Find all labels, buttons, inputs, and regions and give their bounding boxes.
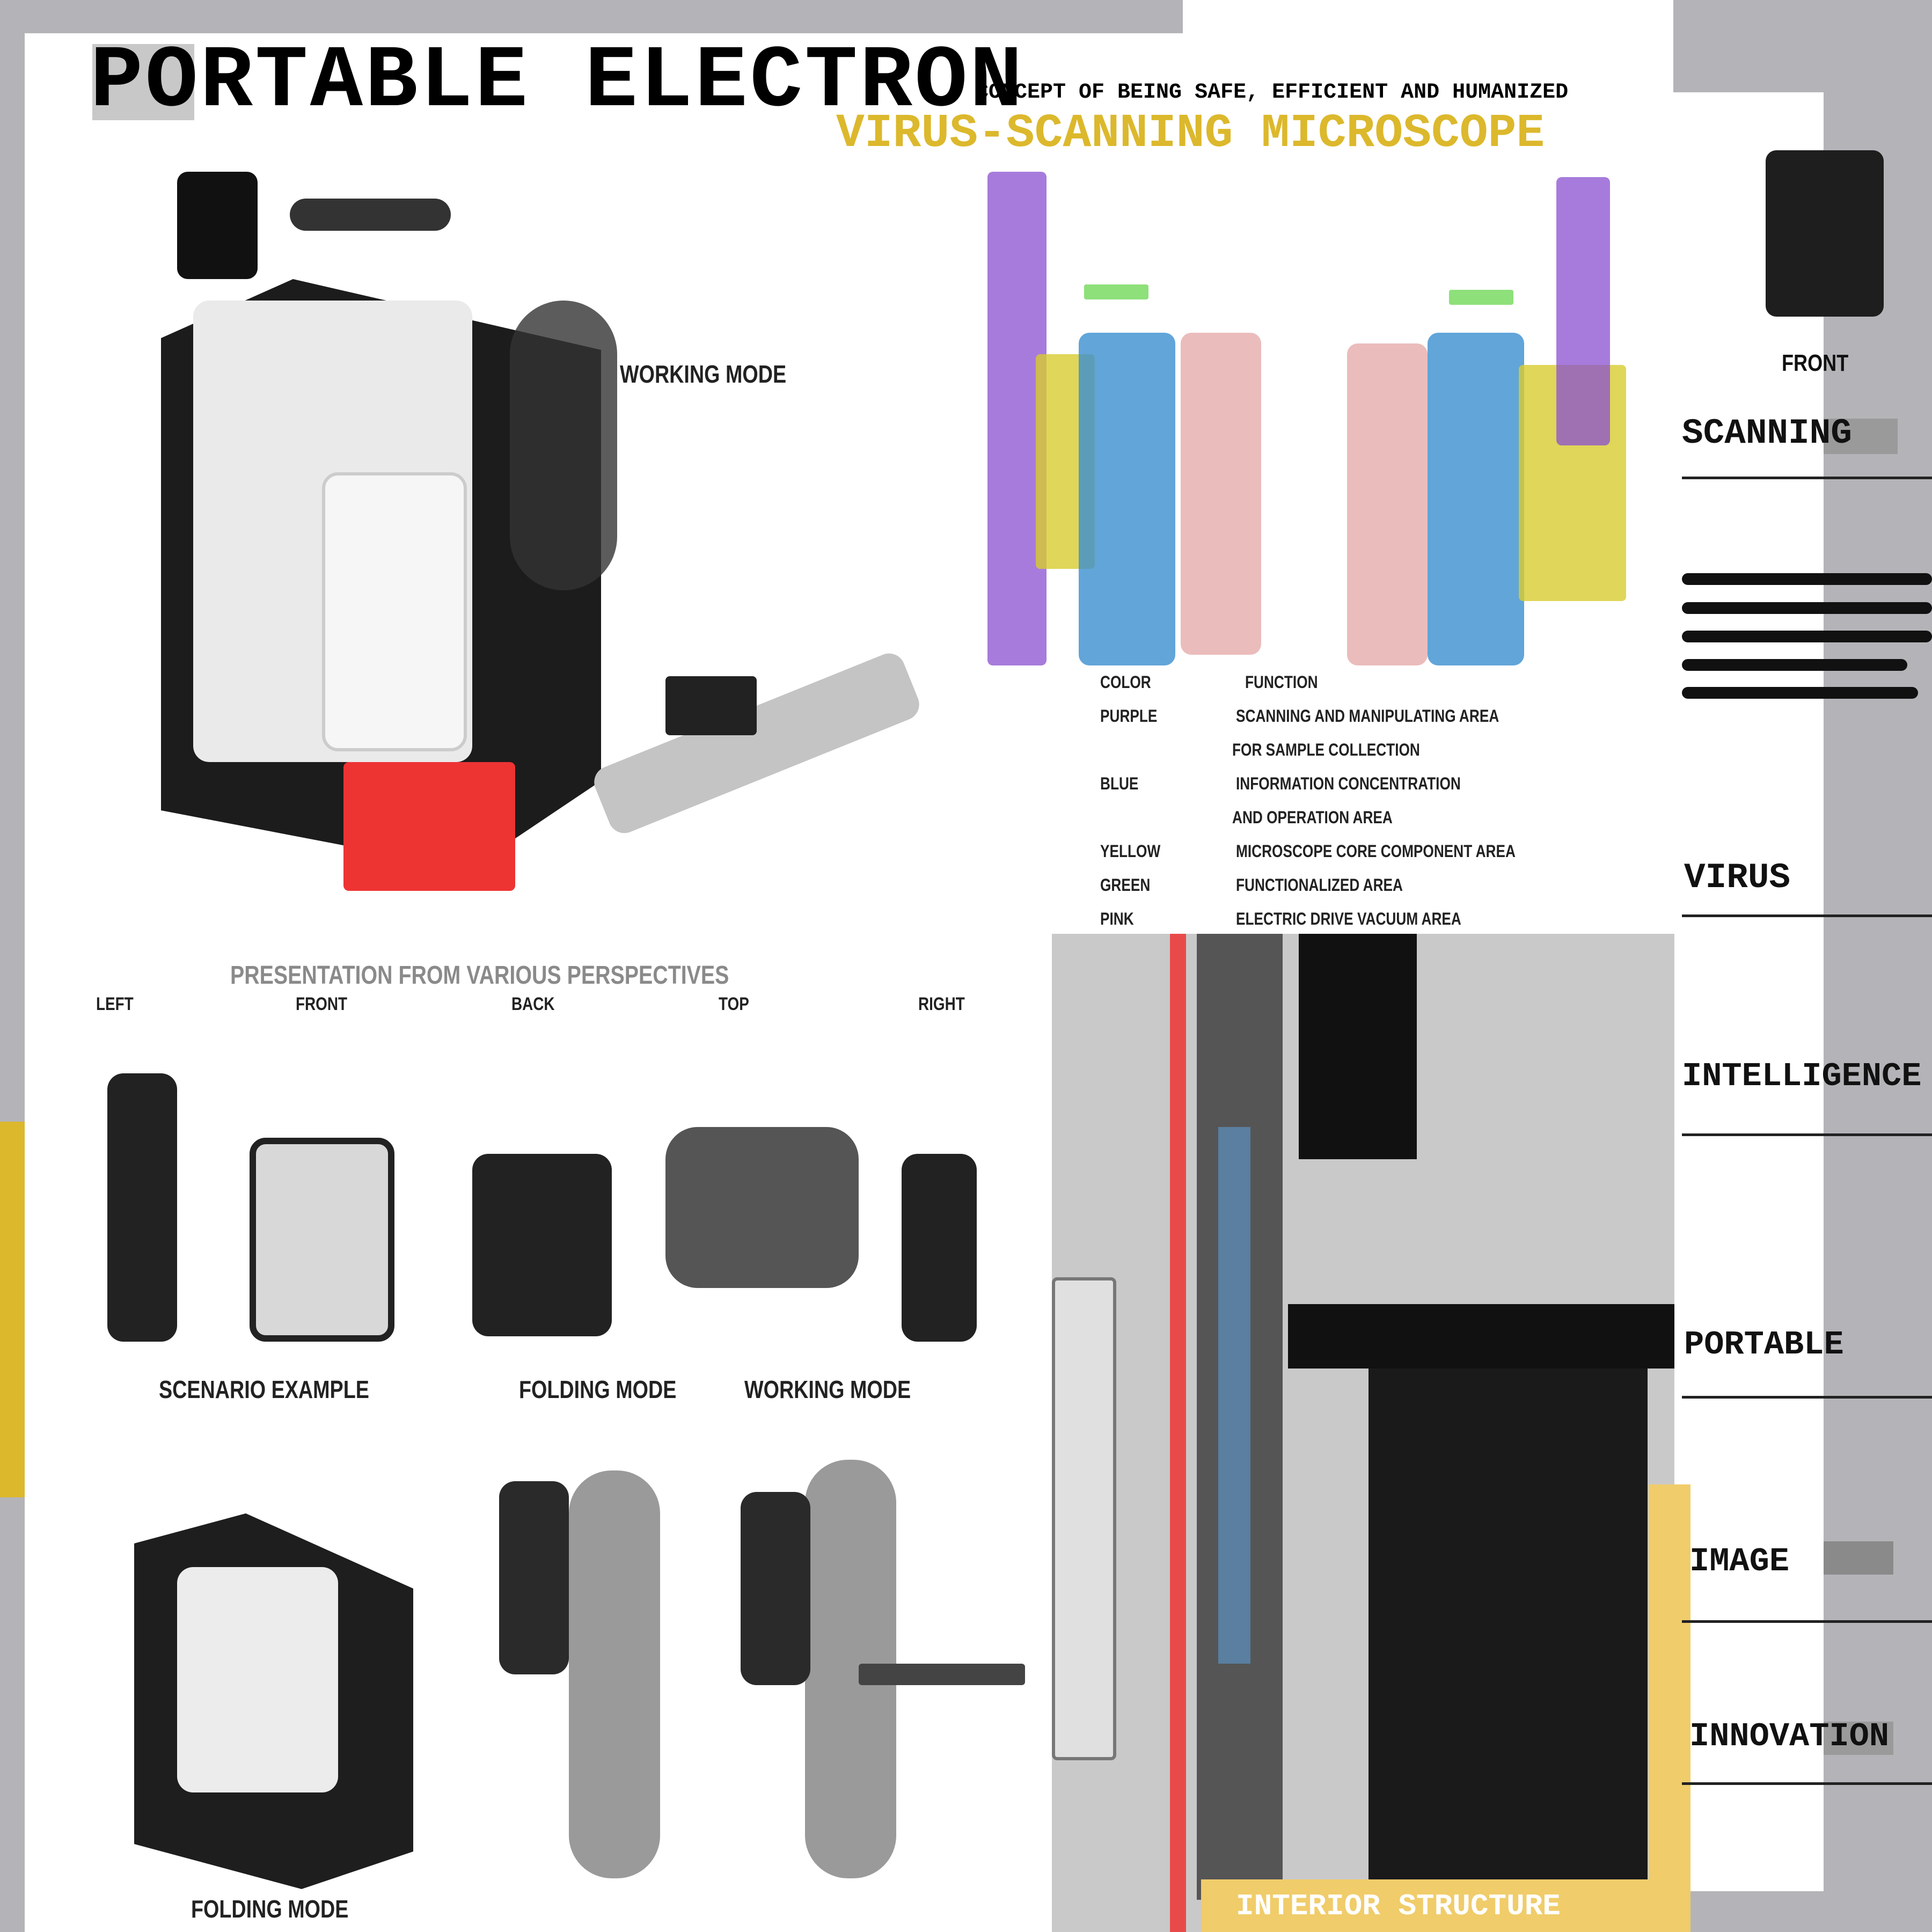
divider [1682, 477, 1932, 479]
keyword-innovation: INNOVATION [1689, 1717, 1890, 1755]
sidebar-panel [1673, 92, 1824, 1891]
keyword-portable: PORTABLE [1684, 1326, 1844, 1364]
title-highlight [92, 44, 194, 120]
keyword-highlight [1824, 1541, 1893, 1575]
divider [1682, 1396, 1932, 1399]
legend-function: FOR SAMPLE COLLECTION [1232, 740, 1420, 759]
working-mode-label: WORKING MODE [620, 360, 787, 388]
interior-label: INTERIOR STRUCTURE [1236, 1889, 1561, 1923]
divider [1682, 1782, 1932, 1785]
keyword-scanning: SCANNING [1682, 413, 1852, 453]
keyword-highlight [1824, 1722, 1893, 1755]
product-name: VIRUS-SCANNING MICROSCOPE [836, 107, 1545, 160]
legend-color: GREEN [1100, 875, 1151, 895]
scenario-folding-label: FOLDING MODE [519, 1375, 677, 1403]
divider [1682, 1133, 1932, 1136]
legend-header-color: COLOR [1100, 672, 1151, 692]
legend-function: AND OPERATION AREA [1232, 808, 1393, 827]
legend-function: MICROSCOPE CORE COMPONENT AREA [1236, 841, 1516, 861]
perspectives-title: PRESENTATION FROM VARIOUS PERSPECTIVES [230, 961, 729, 990]
scenario-working-label: WORKING MODE [744, 1375, 911, 1403]
bottom-folding-label: FOLDING MODE [191, 1895, 349, 1923]
keyword-intelligence: INTELLIGENCE [1682, 1057, 1922, 1095]
legend-function: INFORMATION CONCENTRATION [1236, 774, 1461, 793]
keyword-virus: VIRUS [1684, 858, 1791, 898]
legend-function: SCANNING AND MANIPULATING AREA [1236, 706, 1499, 726]
legend-color: PURPLE [1100, 706, 1158, 726]
front-thumbnail [1766, 150, 1884, 317]
yellow-accent-bar [0, 1122, 25, 1497]
view-label-front: FRONT [296, 994, 348, 1014]
legend-function: FUNCTIONALIZED AREA [1236, 875, 1403, 895]
view-label-top: TOP [719, 994, 749, 1014]
legend-color: PINK [1100, 909, 1134, 928]
legend-header-function: FUNCTION [1245, 672, 1318, 692]
page-title: PORTABLE ELECTRON [90, 32, 1025, 132]
view-label-right: RIGHT [918, 994, 965, 1014]
interior-yellow-frame [1649, 1484, 1690, 1932]
top-right-panel [1183, 0, 1673, 38]
keyword-highlight [1824, 419, 1898, 454]
divider [1682, 1620, 1932, 1623]
keyword-image: IMAGE [1689, 1542, 1790, 1580]
interior-label-bar [1201, 1879, 1690, 1932]
subtitle: CONCEPT OF BEING SAFE, EFFICIENT AND HUM… [976, 80, 1569, 105]
legend-color: BLUE [1100, 774, 1139, 793]
front-label: FRONT [1782, 350, 1849, 376]
divider [1682, 914, 1932, 917]
view-label-back: BACK [511, 994, 555, 1014]
scenario-title: SCENARIO EXAMPLE [159, 1375, 369, 1403]
legend-function: ELECTRIC DRIVE VACUUM AREA [1236, 909, 1461, 928]
view-label-left: LEFT [96, 994, 134, 1014]
legend-color: YELLOW [1100, 841, 1161, 861]
